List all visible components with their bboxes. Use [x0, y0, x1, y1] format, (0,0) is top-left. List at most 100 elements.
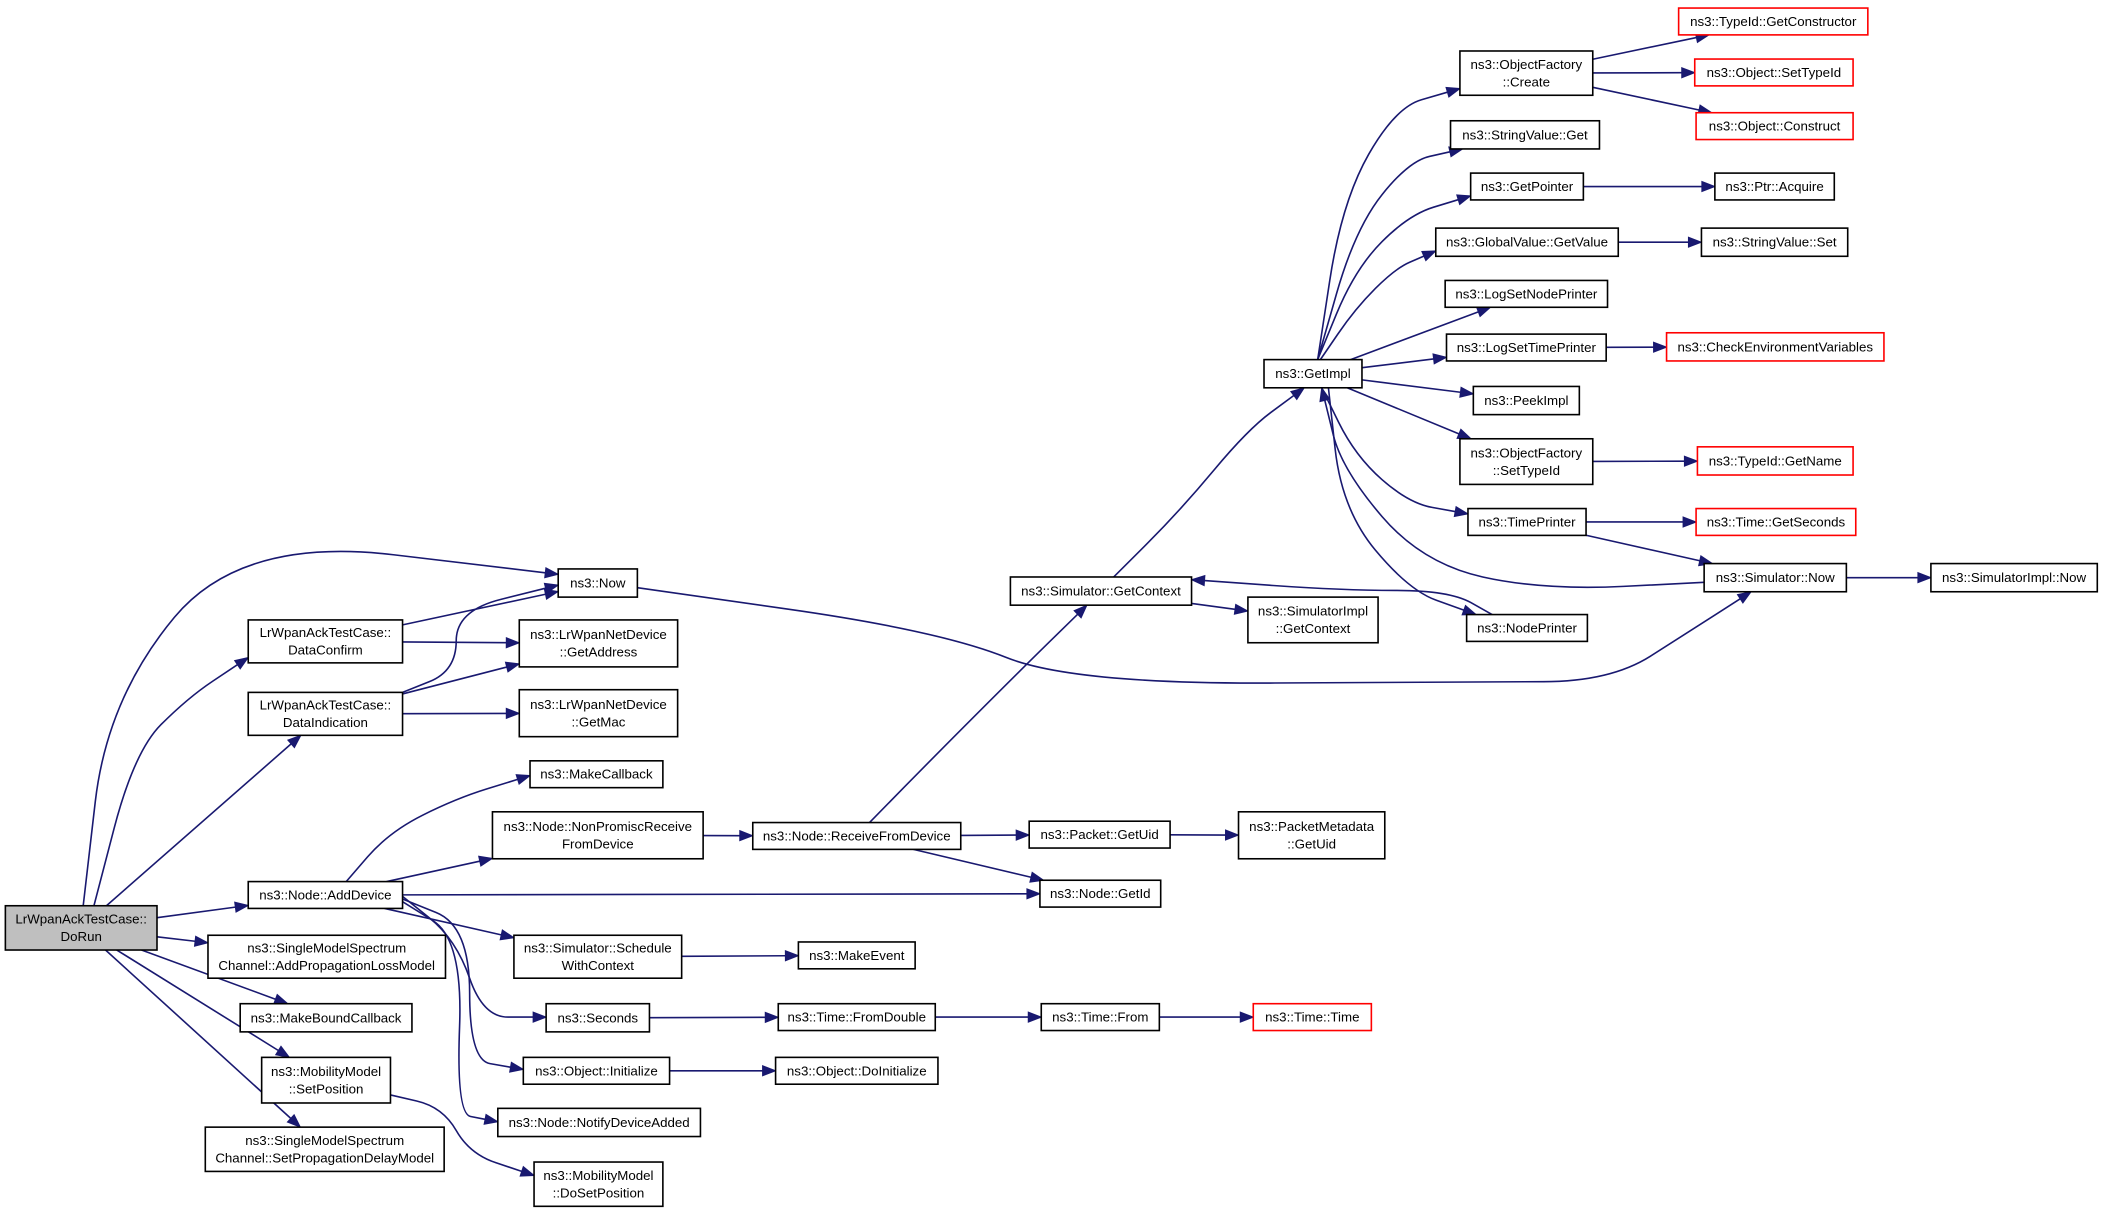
node-simimplnow[interactable]: ns3::SimulatorImpl::Now — [1930, 562, 2099, 593]
node-label: ns3::MobilityModel — [543, 1168, 653, 1183]
node-timeprinter[interactable]: ns3::TimePrinter — [1467, 507, 1587, 537]
node-objconstruct[interactable]: ns3::Object::Construct — [1695, 111, 1854, 141]
node-box — [797, 941, 916, 970]
node-makeboundcallback[interactable]: ns3::MakeBoundCallback — [239, 1002, 413, 1033]
edge-receivefromdevice-to-nodegetid — [913, 848, 1046, 883]
node-makeevent[interactable]: ns3::MakeEvent — [797, 941, 916, 970]
node-peekimpl[interactable]: ns3::PeekImpl — [1472, 385, 1581, 416]
node-label: LrWpanAckTestCase:: — [260, 625, 392, 640]
node-label: ::GetContext — [1276, 621, 1351, 636]
node-box — [1677, 7, 1869, 36]
node-now[interactable]: ns3::Now — [557, 568, 639, 598]
node-timetime[interactable]: ns3::Time::Time — [1252, 1002, 1373, 1032]
node-box — [1028, 820, 1171, 849]
node-getpointer[interactable]: ns3::GetPointer — [1469, 172, 1585, 201]
edge-schedulewc-to-makeevent — [681, 950, 800, 962]
node-notifydevadded[interactable]: ns3::Node::NotifyDeviceAdded — [497, 1107, 702, 1138]
node-pmgetuid[interactable]: ns3::PacketMetadata::GetUid — [1237, 811, 1386, 860]
edge-dorun-to-dataconfirm — [93, 656, 250, 906]
node-label: ns3::Seconds — [557, 1010, 638, 1025]
edge-dorun-to-now — [82, 550, 560, 906]
node-fromdouble[interactable]: ns3::Time::FromDouble — [777, 1002, 937, 1032]
node-ofsettypeid[interactable]: ns3::ObjectFactory::SetTypeId — [1459, 437, 1594, 486]
node-nodegetid[interactable]: ns3::Node::GetId — [1039, 879, 1162, 908]
arrowhead-icon — [1682, 516, 1698, 528]
arrowhead-icon — [544, 567, 560, 579]
node-box — [1445, 333, 1607, 362]
node-box — [1465, 613, 1589, 643]
edge-now-to-simnow — [637, 586, 1753, 684]
node-simgetcontext[interactable]: ns3::Simulator::GetContext — [1009, 576, 1193, 606]
node-simnow[interactable]: ns3::Simulator::Now — [1703, 562, 1848, 593]
arrowhead-icon — [193, 935, 210, 947]
arrowhead-icon — [234, 901, 250, 913]
node-typeidgetname[interactable]: ns3::TypeId::GetName — [1696, 446, 1854, 476]
node-label: ns3::Simulator::Now — [1716, 570, 1835, 585]
node-label: ns3::LrWpanNetDevice — [530, 697, 667, 712]
node-gvgetvalue[interactable]: ns3::GlobalValue::GetValue — [1434, 227, 1620, 258]
node-box — [4, 904, 158, 951]
arrowhead-icon — [1015, 829, 1031, 841]
node-box — [1665, 331, 1885, 362]
edge-objinit-to-doinitialize — [669, 1065, 777, 1077]
node-label: ns3::MobilityModel — [271, 1064, 381, 1079]
node-box — [751, 821, 962, 851]
arrowhead-icon — [1224, 829, 1240, 841]
node-seconds[interactable]: ns3::Seconds — [545, 1002, 651, 1033]
arrowhead-icon — [505, 636, 521, 649]
node-label: ns3::StringValue::Get — [1462, 127, 1588, 142]
node-svset[interactable]: ns3::StringValue::Set — [1700, 227, 1849, 258]
node-adddevice[interactable]: ns3::Node::AddDevice — [247, 880, 404, 910]
node-label: ::DoSetPosition — [553, 1185, 645, 1200]
arrowhead-icon — [478, 855, 494, 867]
node-objsettypeid[interactable]: ns3::Object::SetTypeId — [1693, 58, 1854, 87]
node-getmac[interactable]: ns3::LrWpanNetDevice::GetMac — [518, 688, 679, 738]
edge-ofsettypeid-to-typeidgetname — [1592, 455, 1699, 467]
node-svget[interactable]: ns3::StringValue::Get — [1449, 119, 1601, 150]
node-timegetseconds[interactable]: ns3::Time::GetSeconds — [1695, 507, 1857, 537]
node-dorun[interactable]: LrWpanAckTestCase::DoRun — [4, 904, 158, 951]
node-label: DoRun — [60, 929, 101, 944]
edge-getimpl-to-logsetnode — [1350, 306, 1492, 361]
arrowhead-icon — [1026, 888, 1042, 900]
node-logsettime[interactable]: ns3::LogSetTimePrinter — [1445, 333, 1607, 362]
node-label: ns3::SimulatorImpl::Now — [1942, 570, 2086, 585]
node-nodeprinter[interactable]: ns3::NodePrinter — [1465, 613, 1589, 643]
arrowhead-icon — [1687, 236, 1703, 248]
node-timefrom[interactable]: ns3::Time::From — [1040, 1002, 1161, 1032]
node-box — [522, 1056, 671, 1086]
node-getaddress[interactable]: ns3::LrWpanNetDevice::GetAddress — [518, 619, 679, 668]
edge-getpointer-to-ptracquire — [1583, 180, 1717, 193]
node-label: ns3::GlobalValue::GetValue — [1446, 235, 1608, 250]
node-box — [1459, 50, 1594, 97]
node-ptracquire[interactable]: ns3::Ptr::Acquire — [1714, 172, 1836, 201]
node-packetgetuid[interactable]: ns3::Packet::GetUid — [1028, 820, 1171, 849]
node-dataconfirm[interactable]: LrWpanAckTestCase::DataConfirm — [247, 619, 404, 664]
edge-dorun-to-setpropdelay — [104, 949, 302, 1129]
node-doinitialize[interactable]: ns3::Object::DoInitialize — [774, 1056, 939, 1086]
node-box — [1703, 562, 1848, 593]
node-dataindication[interactable]: LrWpanAckTestCase::DataIndication — [247, 691, 404, 737]
node-dosetposition[interactable]: ns3::MobilityModel::DoSetPosition — [533, 1161, 664, 1208]
node-setpropdelay[interactable]: ns3::SingleModelSpectrumChannel::SetProp… — [204, 1126, 445, 1173]
node-label: FromDevice — [562, 837, 634, 852]
arrowhead-icon — [784, 950, 800, 962]
arrowhead-icon — [1683, 455, 1699, 467]
node-makecallback[interactable]: ns3::MakeCallback — [529, 760, 664, 789]
node-ofcreate[interactable]: ns3::ObjectFactory::Create — [1459, 50, 1594, 97]
node-checkenv[interactable]: ns3::CheckEnvironmentVariables — [1665, 331, 1885, 362]
node-typeidgetconstructor[interactable]: ns3::TypeId::GetConstructor — [1677, 7, 1869, 36]
node-setposition[interactable]: ns3::MobilityModel::SetPosition — [260, 1056, 392, 1104]
edge-adddevice-to-nodegetid — [402, 888, 1042, 900]
node-label: ns3::Node::AddDevice — [259, 888, 391, 903]
node-logsetnode[interactable]: ns3::LogSetNodePrinter — [1444, 279, 1609, 309]
node-addproploss[interactable]: ns3::SingleModelSpectrumChannel::AddProp… — [207, 934, 447, 979]
node-label: ns3::StringValue::Set — [1713, 235, 1837, 250]
node-receivefromdevice[interactable]: ns3::Node::ReceiveFromDevice — [751, 821, 962, 851]
node-label: LrWpanAckTestCase:: — [260, 698, 392, 713]
node-simimplgetcontext[interactable]: ns3::SimulatorImpl::GetContext — [1247, 596, 1379, 644]
node-objinit[interactable]: ns3::Object::Initialize — [522, 1056, 671, 1086]
node-getimpl[interactable]: ns3::GetImpl — [1263, 358, 1363, 389]
